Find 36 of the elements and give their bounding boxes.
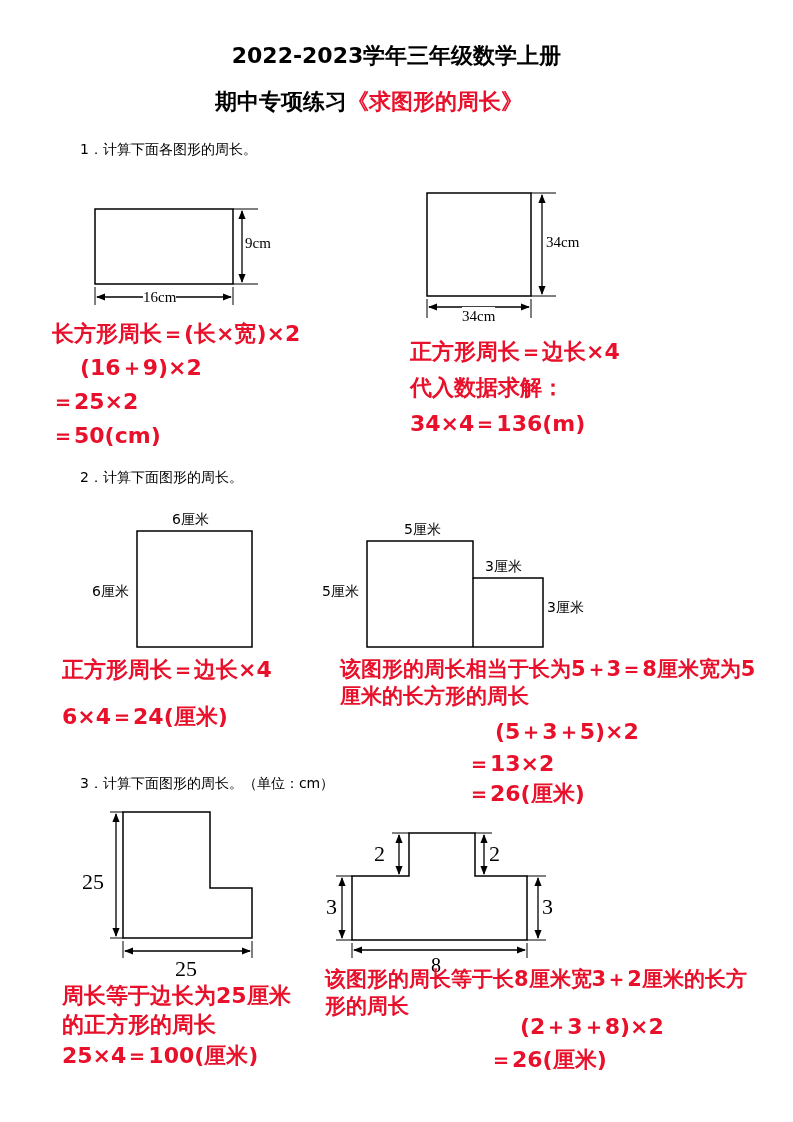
solution-text: ＝13×2: [468, 750, 555, 778]
solution-text: (2＋3＋8)×2: [520, 1013, 664, 1041]
dimension-label: 6厘米: [92, 582, 129, 601]
solution-text: 正方形周长＝边长×4: [410, 338, 620, 366]
dimension-label: 3厘米: [485, 557, 522, 576]
solution-text: 34×4＝136(m): [410, 410, 586, 438]
dimension-label: 3: [542, 893, 553, 921]
solution-text: ＝50(cm): [52, 422, 161, 450]
solution-text: 正方形周长＝边长×4: [62, 656, 272, 684]
dimension-label: 2: [374, 840, 385, 868]
dimension-label: 6厘米: [172, 510, 209, 529]
dimension-label: 2: [489, 840, 500, 868]
question-text: 3．计算下面图形的周长。（单位：cm）: [80, 774, 335, 793]
dimension-label: 9cm: [245, 234, 271, 253]
solution-text: ＝25×2: [52, 388, 139, 416]
worksheet-title: 2022-2023学年三年级数学上册: [230, 42, 563, 70]
solution-text: 6×4＝24(厘米): [62, 703, 228, 731]
dimension-label: 25: [175, 955, 197, 983]
worksheet-subtitle: 期中专项练习: [215, 88, 347, 116]
solution-text: ＝26(厘米): [468, 780, 585, 808]
dimension-label: 3: [326, 893, 337, 921]
solution-text: 该图形的周长相当于长为5＋3＝8厘米宽为5厘米的长方形的周长: [340, 656, 757, 711]
dimension-label: 5厘米: [322, 582, 359, 601]
dimension-label: 25: [82, 868, 104, 896]
question-text: 2．计算下面图形的周长。: [80, 468, 243, 487]
dimension-label: 5厘米: [404, 520, 441, 539]
solution-text: (16＋9)×2: [80, 354, 202, 382]
solution-text: (5＋3＋5)×2: [495, 718, 639, 746]
worksheet-subtitle: 《求图形的周长》: [347, 88, 523, 116]
solution-text: 长方形周长＝(长×宽)×2: [52, 320, 301, 348]
solution-text: 代入数据求解：: [410, 374, 564, 402]
dimension-label: 3厘米: [547, 598, 584, 617]
solution-text: 周长等于边长为25厘米的正方形的周长: [62, 982, 292, 1039]
question-text: 1．计算下面各图形的周长。: [80, 140, 257, 159]
solution-text: 25×4＝100(厘米): [62, 1042, 259, 1070]
solution-text: ＝26(厘米): [490, 1046, 607, 1074]
